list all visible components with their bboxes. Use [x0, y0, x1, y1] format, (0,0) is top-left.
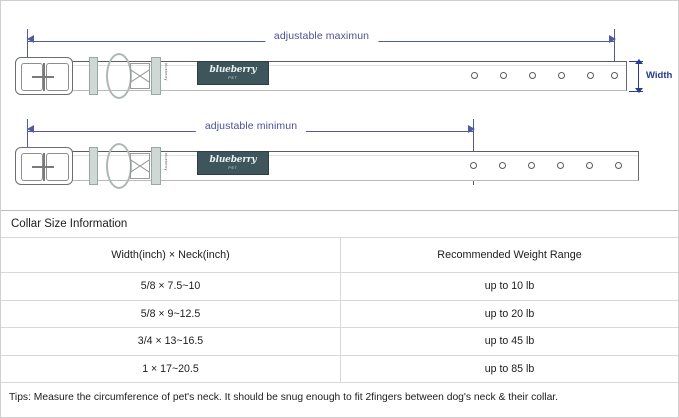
- arrowhead-left: [27, 35, 34, 43]
- brand-badge-max: blueberry PET: [197, 61, 269, 85]
- arrowhead-left: [27, 125, 34, 133]
- witness-line-left-max: [27, 29, 28, 65]
- table-title-row: Collar Size Information: [1, 211, 678, 238]
- ribbon-label-min: blueberry: [164, 153, 169, 171]
- collar-hole: [586, 162, 593, 169]
- buckle-max: [15, 57, 73, 95]
- arrowhead-up: [634, 59, 643, 64]
- dimension-line-maximum: adjustable maximun: [27, 30, 616, 49]
- keeper-loop-1-min: [89, 147, 98, 185]
- collar-hole: [558, 72, 565, 79]
- d-ring-min: [106, 143, 132, 189]
- cell-weight: up to 85 lb: [484, 362, 535, 375]
- collar-diagram-area: adjustable maximun: [1, 1, 678, 211]
- table-row: 3/4 × 13~16.5 up to 45 lb: [1, 328, 678, 356]
- collar-hole: [528, 162, 535, 169]
- collar-size-table: Collar Size Information Width(inch) × Ne…: [1, 211, 678, 411]
- table-title: Collar Size Information: [11, 218, 128, 230]
- width-double-arrow: [634, 59, 643, 93]
- cell-weight: up to 10 lb: [484, 280, 535, 293]
- cell-weight: up to 20 lb: [484, 307, 535, 320]
- brand-name: blueberry: [209, 154, 257, 165]
- stitch-box-max: [130, 63, 150, 89]
- dimension-label-maximum: adjustable maximun: [264, 30, 379, 42]
- cell-size: 1 × 17~20.5: [1, 355, 341, 382]
- brand-badge-min: blueberry PET: [197, 151, 269, 175]
- tips-text: Tips: Measure the circumference of pet's…: [9, 391, 559, 403]
- witness-line-left-min: [27, 119, 28, 155]
- dimension-label-minimum: adjustable minimun: [195, 120, 307, 132]
- column-header-size: Width(inch) × Neck(inch): [1, 238, 341, 272]
- cell-weight: up to 45 lb: [484, 335, 535, 348]
- keeper-loop-2-min: [151, 147, 161, 185]
- d-ring-max: [106, 53, 132, 99]
- brand-subtitle: PET: [228, 75, 238, 80]
- buckle-bar: [43, 153, 45, 181]
- ribbon-label-max: blueberry: [164, 63, 169, 81]
- buckle-bar: [43, 63, 45, 91]
- collar-hole: [529, 72, 536, 79]
- dimension-line-minimum: adjustable minimun: [27, 120, 475, 139]
- arrowhead-down: [634, 88, 643, 93]
- keeper-loop-1-max: [89, 57, 98, 95]
- strap-edge-line: [65, 65, 626, 66]
- collar-hole: [471, 72, 478, 79]
- collar-hole: [500, 72, 507, 79]
- collar-hole: [470, 162, 477, 169]
- buckle-min: [15, 147, 73, 185]
- cell-size: 5/8 × 9~12.5: [1, 300, 341, 327]
- column-header-weight: Recommended Weight Range: [437, 249, 582, 261]
- table-row: 1 × 17~20.5 up to 85 lb: [1, 355, 678, 383]
- collar-hole: [499, 162, 506, 169]
- brand-subtitle: PET: [228, 165, 238, 170]
- table-row: 5/8 × 9~12.5 up to 20 lb: [1, 300, 678, 328]
- table-header-row: Width(inch) × Neck(inch) Recommended Wei…: [1, 238, 678, 273]
- table-tips-row: Tips: Measure the circumference of pet's…: [1, 383, 678, 411]
- arrowhead-right: [609, 35, 616, 43]
- keeper-loop-2-max: [151, 57, 161, 95]
- cell-size: 5/8 × 7.5~10: [1, 273, 341, 300]
- strap-edge-line: [65, 155, 638, 156]
- arrowhead-right: [468, 125, 475, 133]
- table-row: 5/8 × 7.5~10 up to 10 lb: [1, 273, 678, 301]
- brand-name: blueberry: [209, 64, 257, 75]
- cell-size: 3/4 × 13~16.5: [1, 328, 341, 355]
- collar-hole: [557, 162, 564, 169]
- collar-hole: [615, 162, 622, 169]
- witness-line-right-max: [614, 29, 615, 83]
- stitch-box-min: [130, 153, 150, 179]
- collar-hole: [587, 72, 594, 79]
- collar-hole: [611, 72, 618, 79]
- width-label: Width: [646, 70, 673, 81]
